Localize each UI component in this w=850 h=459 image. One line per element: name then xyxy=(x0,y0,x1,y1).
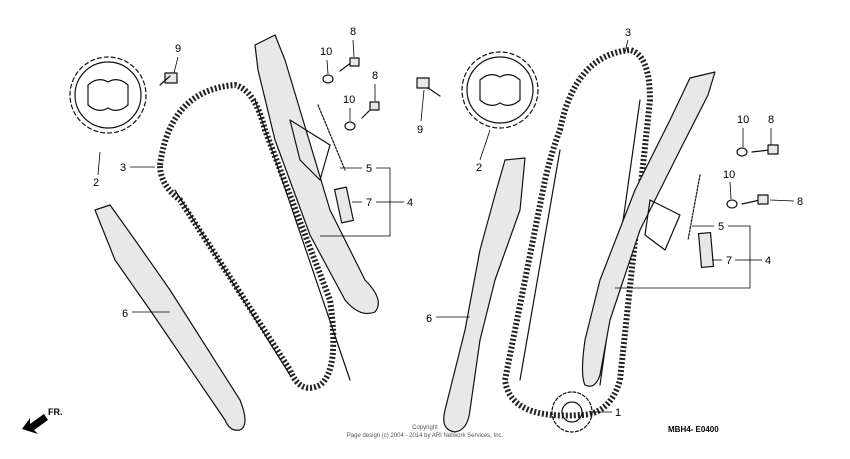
callout-8-left-2: 8 xyxy=(372,70,378,82)
cam-sprocket-right[interactable] xyxy=(461,51,539,129)
callout-2-left: 2 xyxy=(93,177,99,189)
bolt-right-1[interactable] xyxy=(751,144,779,155)
callout-5-left: 5 xyxy=(366,163,372,175)
copyright-line-1: Copyright xyxy=(412,425,438,431)
washer-right-2[interactable] xyxy=(726,199,738,209)
washer-left-2[interactable] xyxy=(344,121,356,131)
washer-right-1[interactable] xyxy=(736,147,748,157)
callout-2-right: 2 xyxy=(476,162,482,174)
chain-guide-left[interactable] xyxy=(94,204,246,431)
diagram-code: MBH4- E0400 xyxy=(668,425,719,434)
callout-8-right-1: 8 xyxy=(768,114,774,126)
callout-7-right: 7 xyxy=(726,255,732,267)
tensioner-arm-right[interactable] xyxy=(581,71,716,387)
sprocket-bolt-left[interactable] xyxy=(159,72,178,86)
tensioner-arm-left[interactable] xyxy=(254,34,379,315)
callout-4-right: 4 xyxy=(765,255,771,267)
callout-8-right-2: 8 xyxy=(797,196,803,208)
callout-10-right-1: 10 xyxy=(737,114,749,126)
chain-guide-right[interactable] xyxy=(443,157,526,433)
callout-5-right: 5 xyxy=(718,221,724,233)
pin-left[interactable] xyxy=(333,186,355,224)
bolt-left-1[interactable] xyxy=(339,57,360,72)
tensioner-lifter-right[interactable] xyxy=(644,174,701,251)
tensioner-lifter-left[interactable] xyxy=(289,104,346,181)
callout-7-left: 7 xyxy=(366,197,372,209)
washer-left-1[interactable] xyxy=(322,74,334,84)
callout-1: 1 xyxy=(615,407,621,419)
cam-chain-left[interactable] xyxy=(156,81,337,391)
sprocket-bolt-right[interactable] xyxy=(416,77,441,97)
callout-6-left: 6 xyxy=(122,308,128,320)
callout-6-right: 6 xyxy=(426,313,432,325)
callout-10-left-2: 10 xyxy=(343,94,355,106)
front-arrow-icon xyxy=(22,414,48,434)
front-indicator-label: FR. xyxy=(48,407,63,417)
callout-3-left: 3 xyxy=(120,162,126,174)
cam-sprocket-left[interactable] xyxy=(69,56,147,134)
pin-right[interactable] xyxy=(697,231,715,269)
callout-9-right: 9 xyxy=(417,124,423,136)
callout-9-left: 9 xyxy=(175,43,181,55)
bolt-left-2[interactable] xyxy=(361,101,380,119)
callout-10-left-1: 10 xyxy=(320,46,332,58)
cam-chain-right[interactable] xyxy=(501,46,654,419)
bolt-right-2[interactable] xyxy=(741,194,769,205)
copyright-line-2: Page design (c) 2004 - 2014 by ARI Netwo… xyxy=(347,433,504,439)
callout-8-left-1: 8 xyxy=(350,26,356,38)
callout-10-right-2: 10 xyxy=(723,169,735,181)
callout-3-right: 3 xyxy=(625,27,631,39)
callout-4-left: 4 xyxy=(407,197,413,209)
